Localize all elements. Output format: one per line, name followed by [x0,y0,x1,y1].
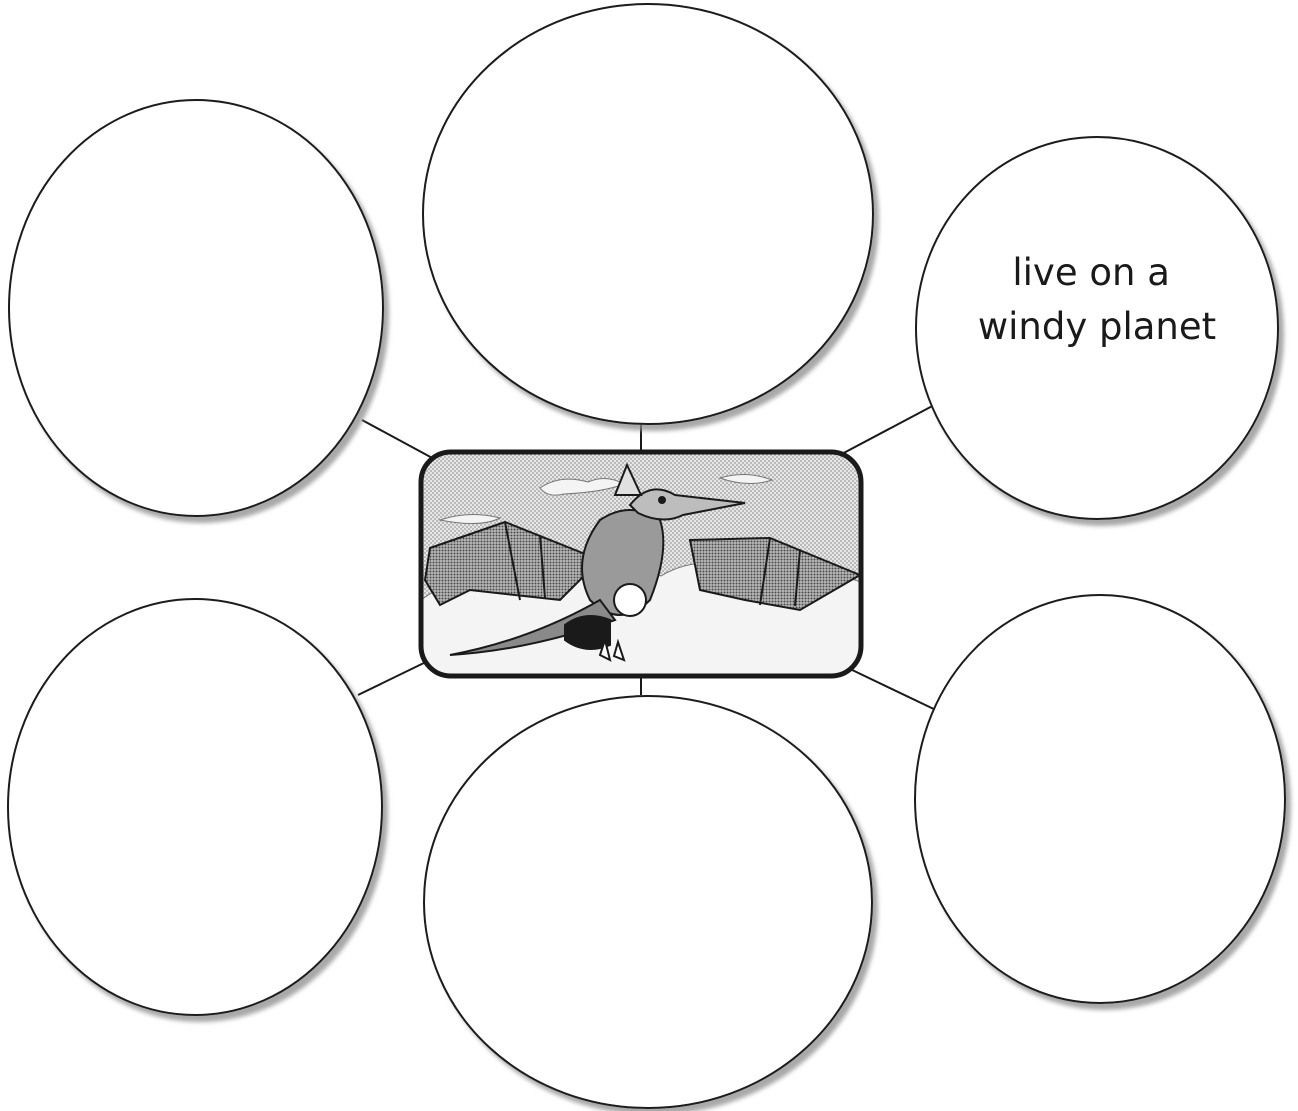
bubble-bottom-center[interactable] [424,696,872,1108]
center-illustration-panel [421,452,861,676]
bubble-bottom-right[interactable] [915,595,1285,1003]
bubble-bottom-left[interactable] [8,599,382,1015]
connector-top-right [838,403,938,456]
connector-bottom-right [848,668,940,712]
bubble-top-center[interactable] [423,4,873,424]
bubble-top-left[interactable] [9,100,383,516]
bubble-top-right-line-2: windy planet [978,305,1216,348]
bubble-top-right-line-1: live on a [1012,251,1170,294]
connector-top-left [362,420,436,460]
connector-bottom-left [358,660,430,695]
